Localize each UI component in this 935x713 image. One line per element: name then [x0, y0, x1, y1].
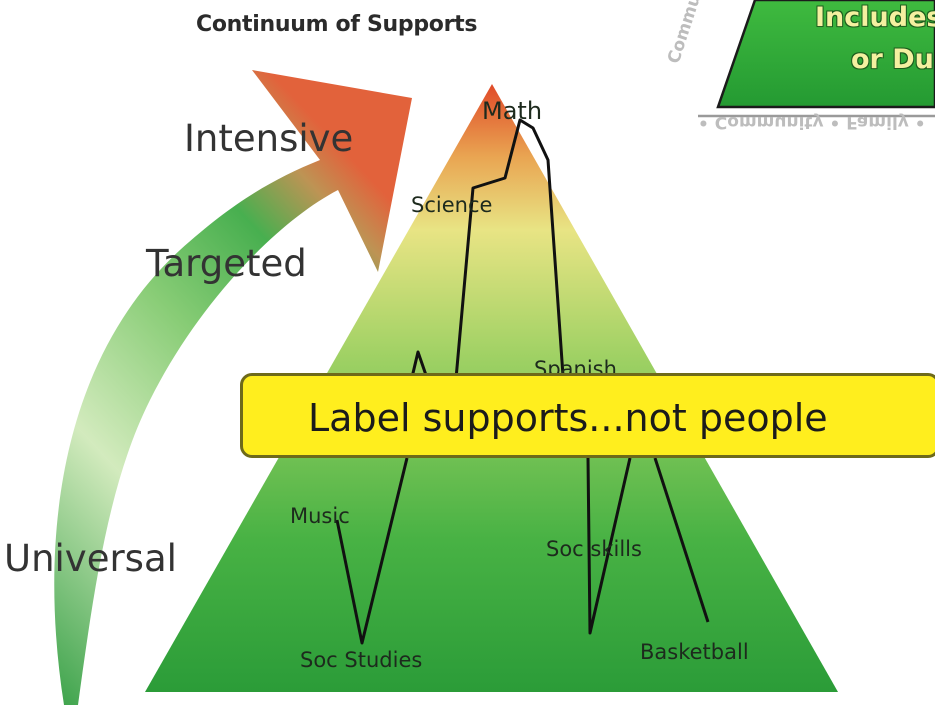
subject-science: Science: [411, 193, 493, 217]
subject-soc-studies: Soc Studies: [300, 648, 423, 672]
tier-targeted: Targeted: [146, 242, 307, 285]
connector-basketball: [653, 457, 710, 623]
page-title: Continuum of Supports: [196, 12, 478, 37]
connector-lines: [335, 118, 710, 645]
connector-music-socstudies: [335, 457, 409, 645]
subject-basketball: Basketball: [640, 640, 749, 664]
tier-universal: Universal: [4, 537, 177, 580]
badge-line-2: or Du: [851, 44, 934, 75]
community-footer-label: • Community • Family •: [698, 112, 926, 132]
connector-socskills: [586, 457, 632, 635]
corner-badge: [716, 0, 935, 109]
subject-music: Music: [290, 504, 350, 528]
connector-math-science: [453, 118, 566, 391]
banner-text: Label supports...not people: [308, 396, 828, 440]
tier-intensive: Intensive: [184, 117, 354, 160]
growth-arrow: [54, 70, 413, 705]
subject-soc-skills: Soc skills: [546, 537, 642, 561]
label-banner: Label supports...not people: [240, 373, 935, 458]
subject-math: Math: [482, 97, 543, 125]
badge-line-1: Includes: [815, 2, 935, 33]
